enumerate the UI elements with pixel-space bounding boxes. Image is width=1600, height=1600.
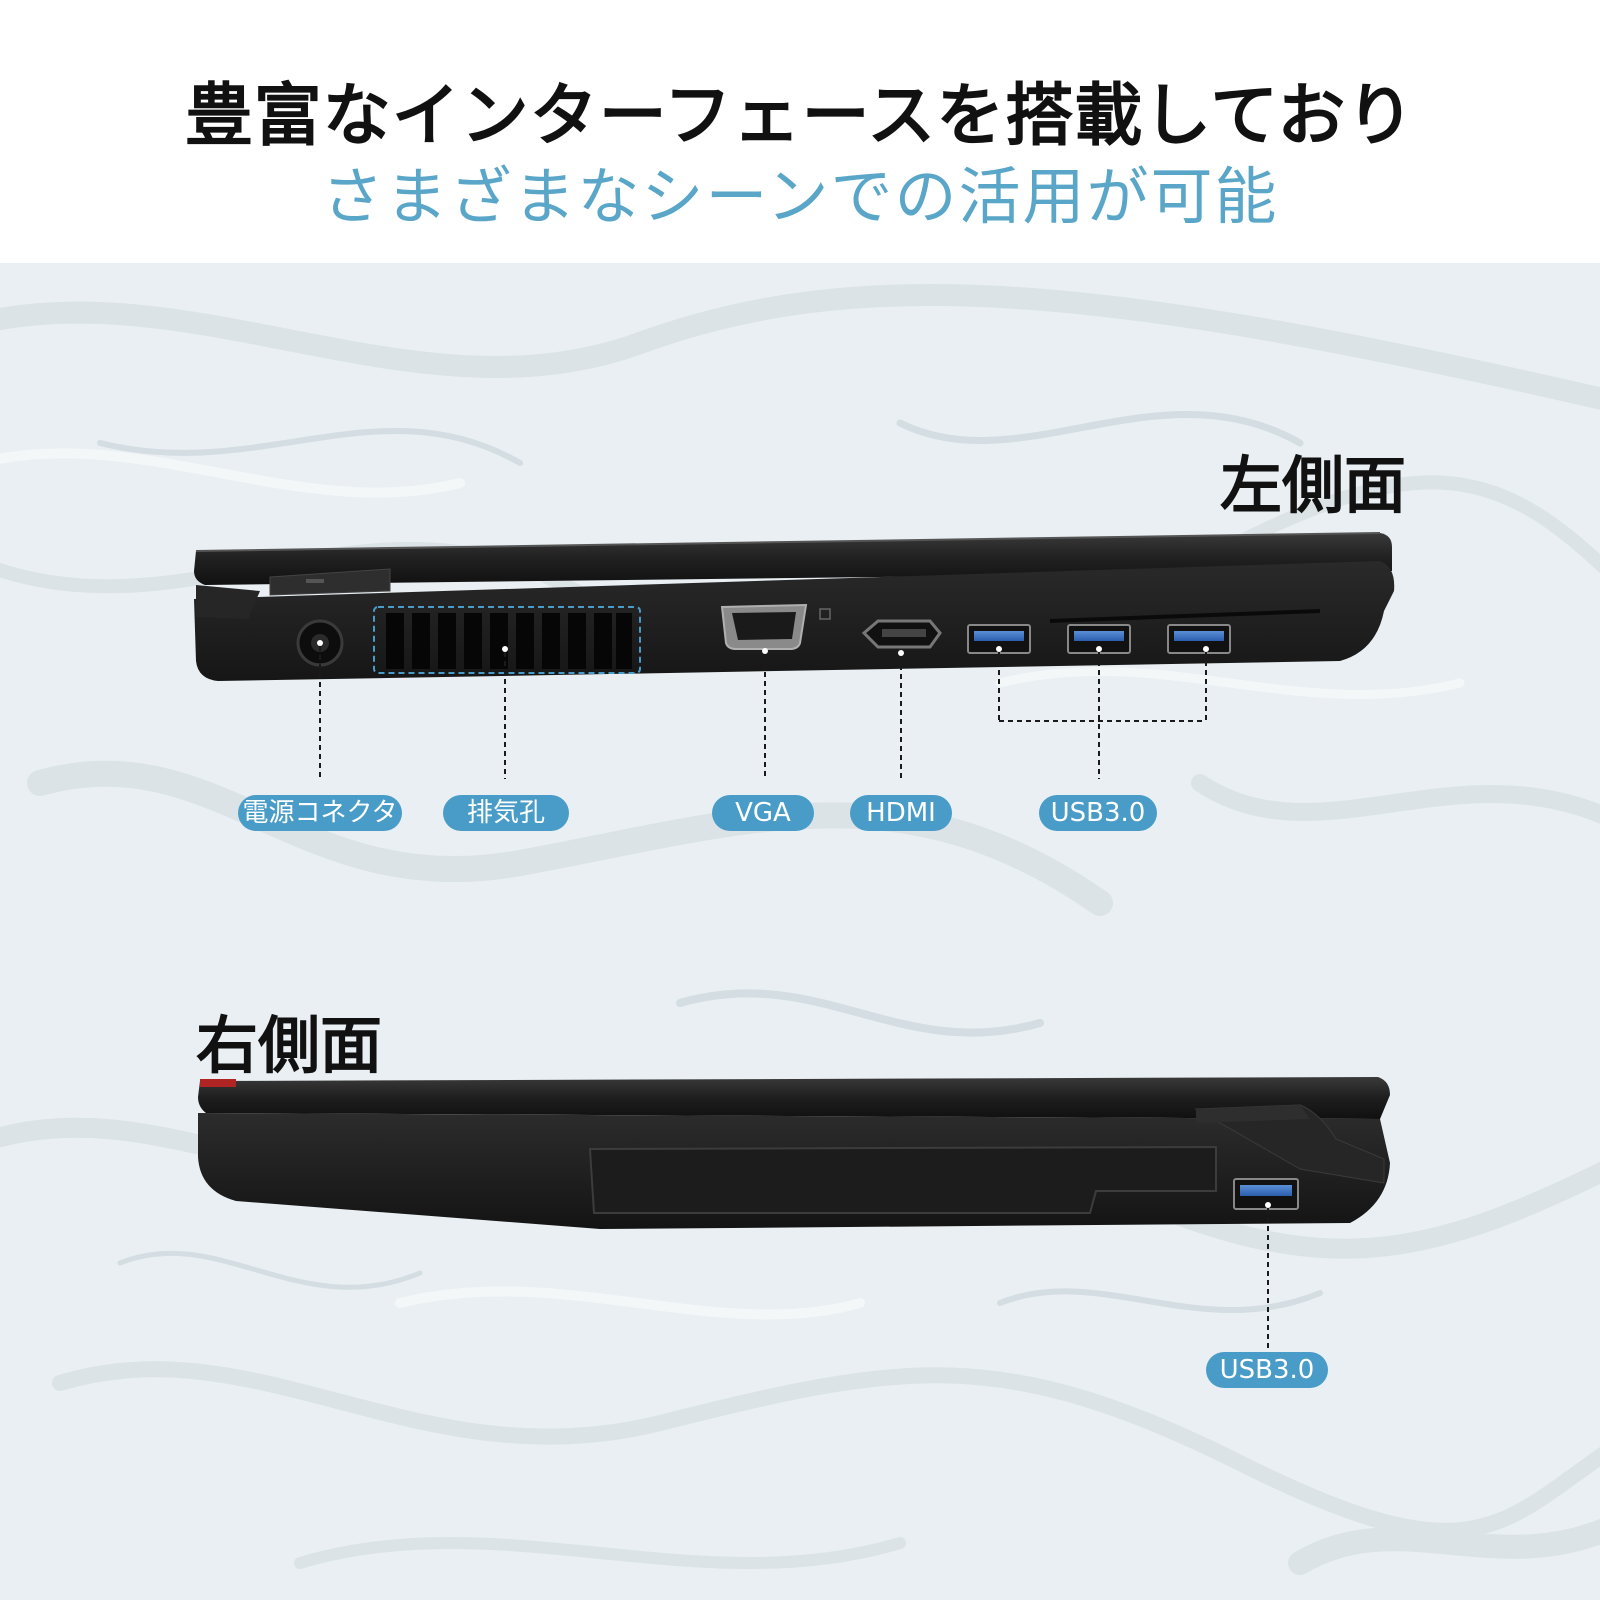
content-area: 左側面 — [0, 263, 1600, 1600]
label-usb-right: USB3.0 — [1206, 1352, 1328, 1388]
label-usb-left: USB3.0 — [1039, 795, 1157, 831]
usb-icon — [1233, 1178, 1299, 1210]
label-power-connector: 電源コネクタ — [238, 795, 402, 831]
vga-icon — [720, 603, 831, 654]
label-vga: VGA — [712, 795, 814, 831]
label-exhaust-vent: 排気孔 — [443, 795, 569, 831]
left-side-heading: 左側面 — [1220, 449, 1407, 522]
laptop-left-side — [194, 532, 1395, 779]
vent-icon — [373, 606, 641, 674]
headline: 豊富なインターフェースを搭載しており — [184, 77, 1416, 156]
right-side-heading: 右側面 — [196, 1009, 383, 1082]
hdmi-icon — [861, 619, 942, 656]
laptop-right-side — [198, 1077, 1390, 1349]
subheadline: さまざまなシーンでの活用が可能 — [321, 160, 1279, 233]
usb-icon — [967, 624, 1231, 654]
header: 豊富なインターフェースを搭載しており さまざまなシーンでの活用が可能 — [0, 0, 1600, 263]
label-hdmi: HDMI — [850, 795, 952, 831]
